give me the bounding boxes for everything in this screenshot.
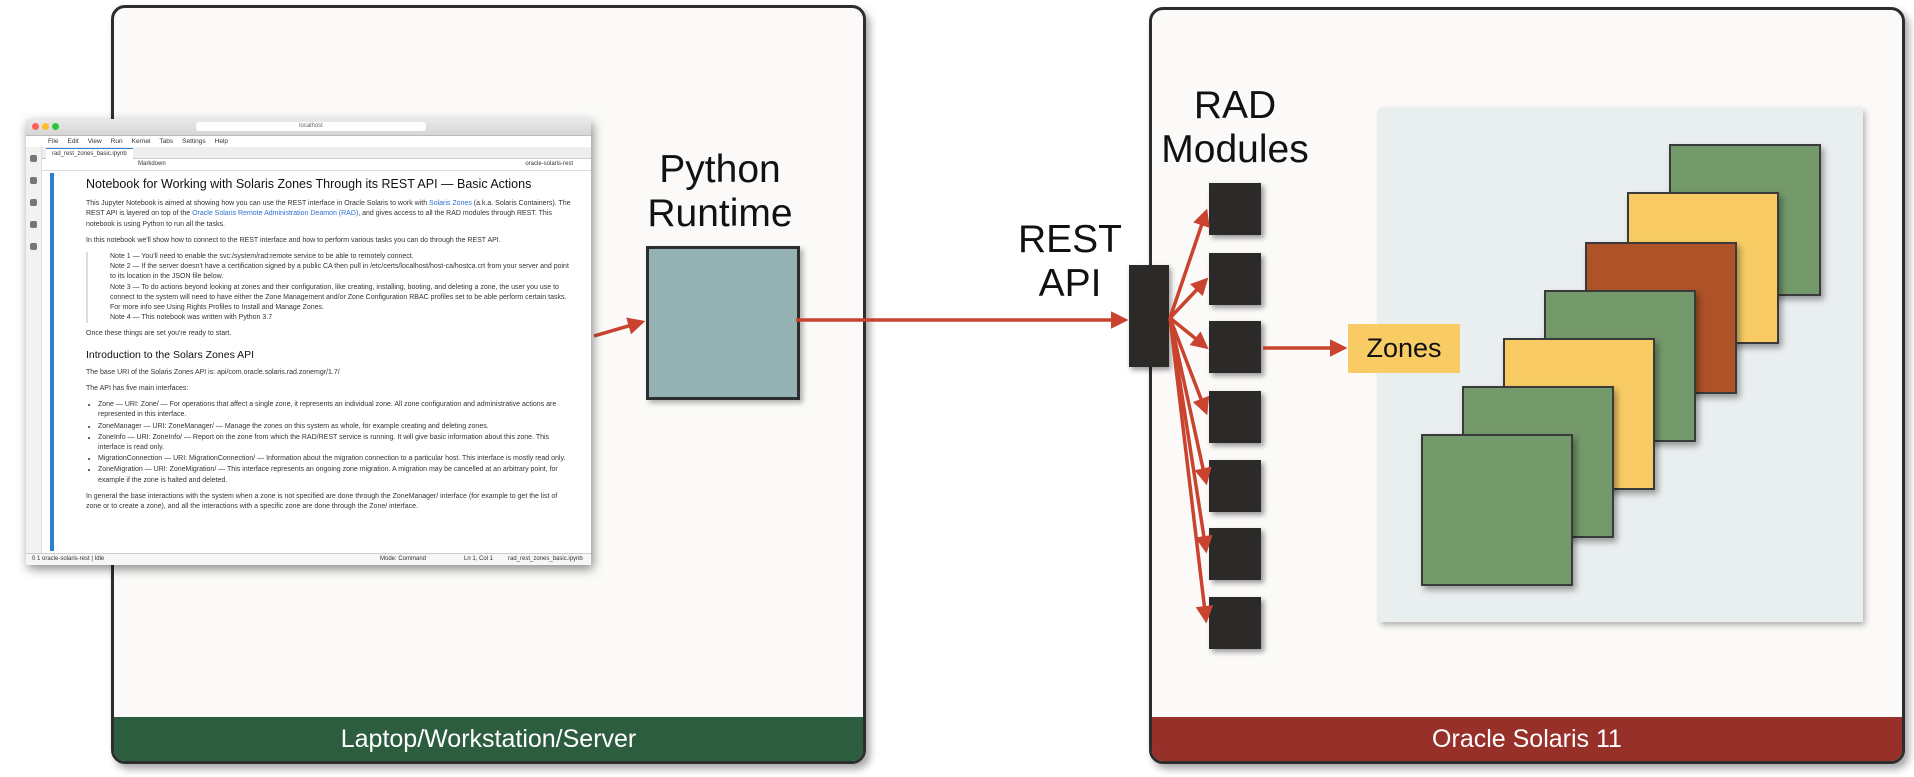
intro-paragraph: This Jupyter Notebook is aimed at showin…	[86, 199, 573, 230]
intro-paragraph-2: In this notebook we'll show how to conne…	[86, 236, 501, 244]
base-uri-text: The base URI of the Solaris Zones API is…	[86, 368, 340, 376]
zone-square	[1421, 434, 1573, 586]
note-1: Note 1 — You'll need to enable the svc:/…	[110, 253, 414, 261]
rad-module-block	[1209, 460, 1261, 512]
list-item: ZoneManager — URI: ZoneManager/ — Manage…	[98, 422, 573, 432]
rest-api-line2: API	[1038, 262, 1102, 306]
list-item: ZoneMigration — URI: ZoneMigration/ — Th…	[98, 465, 573, 485]
menu-settings[interactable]: Settings	[182, 138, 206, 145]
rad-module-block	[1209, 183, 1261, 235]
rad-module-block	[1209, 528, 1261, 580]
left-sidebar	[26, 147, 42, 555]
kernel-name: oracle-solaris-rest	[525, 161, 573, 167]
menu-help[interactable]: Help	[214, 138, 229, 145]
python-runtime-label: Python Runtime	[620, 148, 820, 236]
rest-api-label: REST API	[1000, 218, 1140, 306]
menu-kernel[interactable]: Kernel	[131, 138, 151, 145]
rest-api-block	[1129, 265, 1169, 367]
running-icon[interactable]	[30, 177, 37, 184]
host-machine-label: Laptop/Workstation/Server	[114, 717, 863, 761]
ready-text: Once these things are set you're ready t…	[86, 330, 232, 338]
active-cell-indicator	[50, 173, 54, 551]
notebook-content: Notebook for Working with Solaris Zones …	[86, 175, 573, 551]
tabs-icon[interactable]	[30, 243, 37, 250]
list-item: Zone — URI: Zone/ — For operations that …	[98, 400, 573, 420]
api-to-module-arrow	[1168, 316, 1209, 350]
status-bar: 0 1 oracle-solaris-rest | Idle Mode: Com…	[26, 553, 591, 565]
api-to-module-arrow	[1168, 208, 1210, 319]
notes-block: Note 1 — You'll need to enable the svc:/…	[86, 252, 573, 324]
rad-modules-label: RAD Modules	[1150, 84, 1320, 172]
solaris-zones-link[interactable]: Solaris Zones	[429, 200, 472, 208]
tab-notebook[interactable]: rad_rest_zones_basic.ipynb	[46, 148, 133, 159]
list-item: MigrationConnection — URI: MigrationConn…	[98, 454, 573, 464]
rad-module-block	[1209, 597, 1261, 649]
rad-module-block	[1209, 391, 1261, 443]
browser-titlebar: localhost	[26, 119, 591, 136]
python-runtime-line2: Runtime	[647, 192, 793, 236]
api-to-module-arrow	[1168, 277, 1209, 320]
status-position: Ln 1, Col 1	[464, 556, 494, 562]
note-3: Note 3 — To do actions beyond looking at…	[110, 283, 567, 312]
tab-row: rad_rest_zones_basic.ipynb	[42, 147, 591, 159]
notebook-to-runtime-arrow	[593, 317, 646, 338]
menu-file[interactable]: File	[48, 138, 59, 145]
section-heading: Introduction to the Solars Zones API	[86, 348, 255, 361]
jupyter-notebook-window: localhost File Edit View Run Kernel Tabs…	[26, 119, 591, 565]
python-runtime-line1: Python	[659, 148, 781, 191]
zones-panel	[1379, 108, 1863, 622]
minimize-dot-icon[interactable]	[42, 123, 49, 130]
rad-module-block	[1209, 253, 1261, 305]
notebook-title: Notebook for Working with Solaris Zones …	[86, 177, 532, 191]
python-runtime-block	[646, 246, 800, 400]
closing-text: In general the base interactions with th…	[86, 492, 558, 511]
note-4: Note 4 — This notebook was written with …	[110, 314, 273, 322]
interfaces-intro: The API has five main interfaces:	[86, 385, 189, 393]
rad-modules-line2: Modules	[1161, 128, 1309, 172]
status-mode: Mode: Command	[380, 556, 427, 562]
status-file: rad_rest_zones_basic.ipynb	[508, 556, 583, 562]
intro-text: This Jupyter Notebook is aimed at showin…	[86, 200, 430, 208]
api-to-module-arrow	[1168, 317, 1214, 624]
address-bar[interactable]: localhost	[196, 122, 426, 131]
palette-icon[interactable]	[30, 199, 37, 206]
rest-api-line1: REST	[1017, 218, 1122, 261]
close-dot-icon[interactable]	[32, 123, 39, 130]
solaris-server-label: Oracle Solaris 11	[1152, 717, 1902, 761]
api-to-module-arrow	[1168, 317, 1210, 416]
zoom-dot-icon[interactable]	[52, 123, 59, 130]
cell-type-select[interactable]: Markdown	[138, 161, 166, 167]
menu-view[interactable]: View	[87, 138, 102, 145]
menu-edit[interactable]: Edit	[67, 138, 79, 145]
intro-text: , and gives access to all the RAD module…	[86, 210, 552, 228]
rad-modules-line1: RAD	[1193, 84, 1277, 127]
interfaces-list: Zone — URI: Zone/ — For operations that …	[86, 400, 573, 486]
zones-label-box: Zones	[1348, 324, 1460, 373]
menu-run[interactable]: Run	[110, 138, 123, 145]
note-2: Note 2 — If the server doesn't have a ce…	[110, 263, 569, 281]
notebook-toolbar: Markdown oracle-solaris-rest	[42, 159, 591, 171]
intro-text: (a.k.a. Solaris Containers). The REST AP…	[86, 200, 571, 218]
folder-icon[interactable]	[30, 155, 37, 162]
menu-tabs[interactable]: Tabs	[159, 138, 174, 145]
rad-link[interactable]: Oracle Solaris Remote Administration Dea…	[192, 210, 359, 218]
list-item: ZoneInfo — URI: ZoneInfo/ — Report on th…	[98, 433, 573, 453]
rad-module-block	[1209, 321, 1261, 373]
wrench-icon[interactable]	[30, 221, 37, 228]
status-kernel: 0 1 oracle-solaris-rest | Idle	[32, 556, 105, 562]
